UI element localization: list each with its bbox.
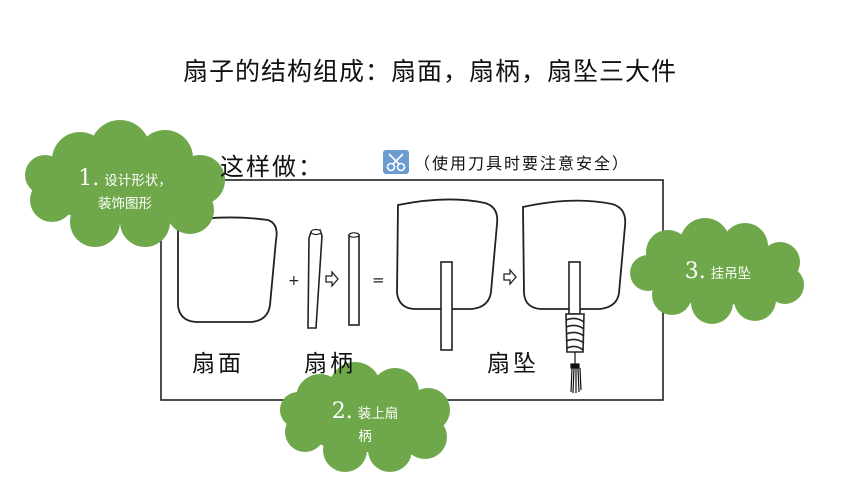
safety-note: （使用刀具时要注意安全） (414, 154, 631, 173)
step-1-line2: 装饰图形 (98, 196, 152, 212)
label-fan-handle: 扇柄 (304, 351, 356, 377)
step-1-line1: 设计形状， (104, 173, 172, 189)
plus-sign: + (288, 273, 300, 289)
step-2-line1: 装上扇 (357, 406, 399, 422)
step-1-cloud (25, 120, 225, 247)
step-3-text: 3. 挂吊坠 (648, 258, 788, 298)
final-fan-handle (568, 261, 581, 315)
page-title: 扇子的结构组成：扇面，扇柄，扇坠三大件 (182, 57, 677, 86)
label-fan-face: 扇面 (192, 351, 244, 377)
assembled-fan-handle (440, 261, 453, 351)
step-2-line2: 柄 (358, 429, 372, 445)
handle-stick-raw (307, 229, 323, 329)
step-2-cloud (280, 362, 450, 472)
step-1-number: 1. (78, 166, 100, 191)
step-3-cloud (630, 218, 804, 324)
instruction-heading: 这样做： (220, 153, 324, 181)
assembled-fan-face (396, 198, 499, 310)
step-1-text: 1. 设计形状， 装饰图形 (40, 165, 210, 225)
final-fan-face (522, 199, 627, 310)
pendant-cord (565, 313, 585, 353)
arrow-2 (503, 268, 517, 286)
fan-face-shape (177, 216, 278, 323)
step-2-text: 2. 装上扇 柄 (290, 398, 440, 458)
handle-stick (348, 234, 360, 326)
pendant-tassel (570, 352, 582, 394)
step-3-number: 3. (684, 259, 706, 284)
step-2-number: 2. (331, 399, 353, 424)
label-fan-pendant: 扇坠 (487, 351, 539, 377)
step-3-line1: 挂吊坠 (710, 266, 752, 282)
scissors-icon (383, 150, 409, 174)
arrow-1 (325, 270, 339, 288)
equals-sign: = (372, 271, 385, 289)
